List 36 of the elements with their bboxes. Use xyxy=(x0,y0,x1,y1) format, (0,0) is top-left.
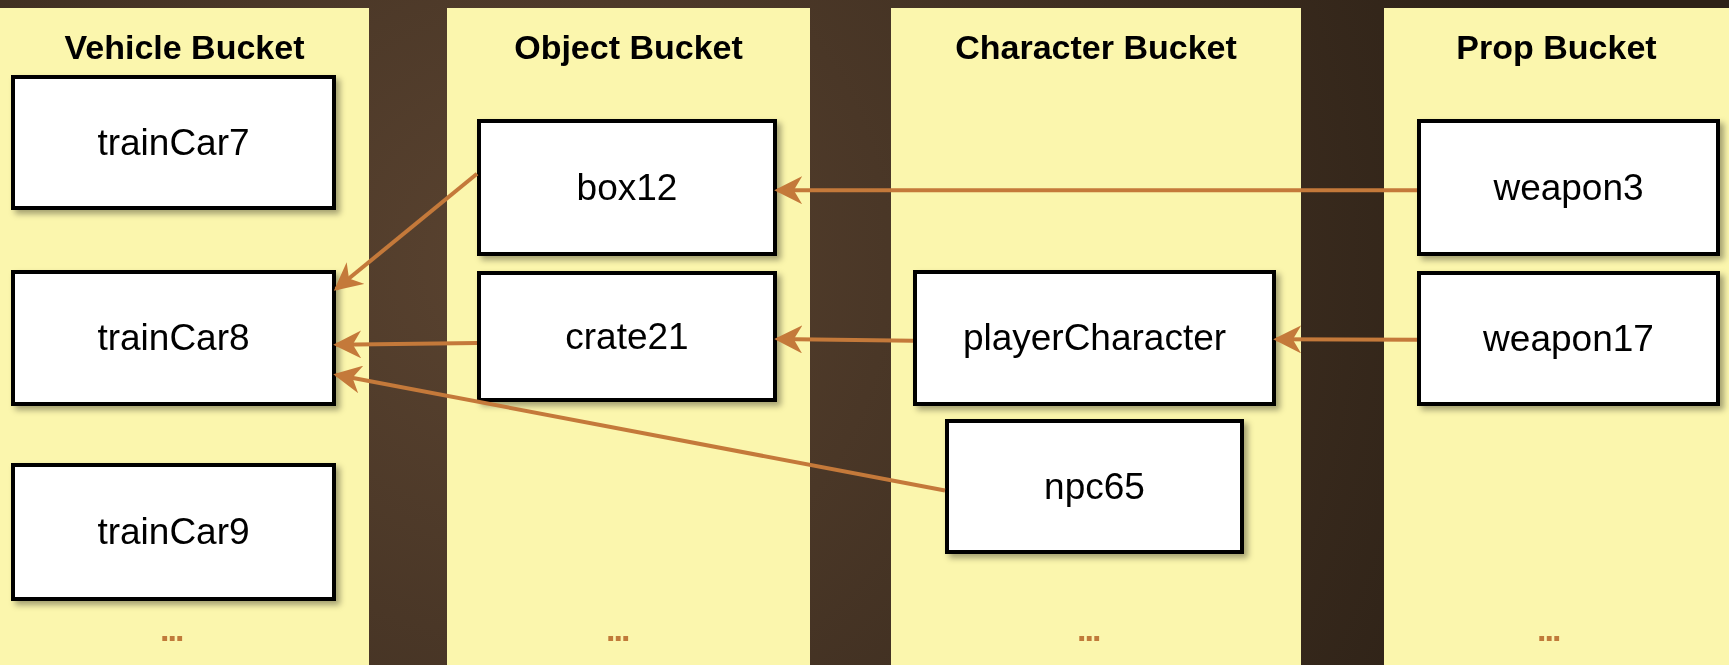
column-heading: Object Bucket xyxy=(513,28,744,67)
object-box xyxy=(1417,119,1720,256)
bucket-column xyxy=(891,8,1301,665)
arrow xyxy=(333,330,478,359)
column-heading: Vehicle Bucket xyxy=(63,28,306,67)
arrow xyxy=(1273,325,1417,354)
object-box xyxy=(477,271,777,402)
object-name: trainCar7 xyxy=(97,121,250,164)
arrow xyxy=(774,176,1417,205)
bucket-column xyxy=(1384,8,1729,665)
object-box xyxy=(477,119,777,256)
object-name: npc65 xyxy=(1044,465,1145,508)
bucket-column xyxy=(447,8,810,665)
object-box xyxy=(913,270,1276,406)
object-box xyxy=(1417,271,1720,406)
ellipsis-text: ... xyxy=(160,612,183,646)
column-heading: Character Bucket xyxy=(954,28,1238,67)
object-box xyxy=(11,270,336,406)
object-name: playerCharacter xyxy=(962,317,1227,359)
ellipsis-text: ... xyxy=(1077,612,1100,646)
column-heading: Prop Bucket xyxy=(1455,28,1658,67)
object-box xyxy=(945,419,1244,554)
object-name: trainCar8 xyxy=(97,317,250,359)
arrow xyxy=(774,325,914,354)
ellipsis-text: ... xyxy=(606,612,629,646)
arrow xyxy=(333,365,946,493)
object-name: trainCar9 xyxy=(97,511,250,553)
object-name: crate21 xyxy=(565,315,689,358)
ellipsis-text: ... xyxy=(1537,612,1560,646)
object-box xyxy=(11,75,336,210)
bucket-column xyxy=(0,8,369,665)
object-name: weapon3 xyxy=(1493,166,1644,209)
object-box xyxy=(11,463,336,601)
object-name: weapon17 xyxy=(1483,317,1654,360)
arrow xyxy=(333,172,479,291)
object-name: box12 xyxy=(576,166,678,209)
